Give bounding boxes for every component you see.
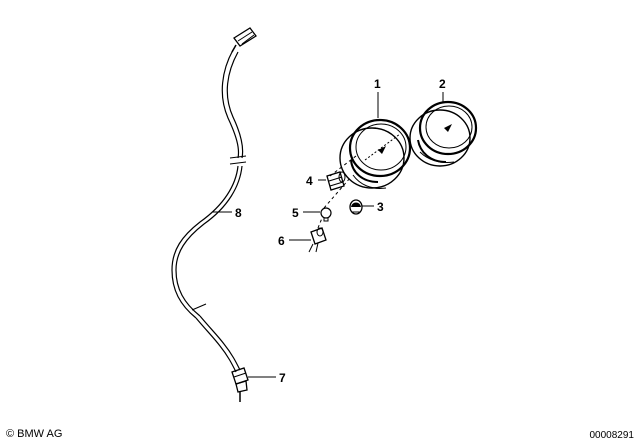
- callout-6: 6: [278, 234, 285, 248]
- image-number: 00008291: [589, 430, 635, 441]
- callout-8: 8: [235, 206, 242, 220]
- callout-1: 1: [374, 77, 381, 91]
- tachometer-instrument: [409, 100, 478, 167]
- bulb-socket: [326, 171, 346, 191]
- small-bulb: [320, 207, 332, 222]
- cable-bottom-fitting: [231, 367, 249, 402]
- indicator-lamp: [349, 199, 363, 215]
- speedometer-instrument: [339, 118, 412, 189]
- callout-4: 4: [306, 174, 313, 188]
- copyright-label: © BMW AG: [6, 428, 63, 440]
- callout-5: 5: [292, 206, 299, 220]
- cable-top-connector: [231, 27, 257, 53]
- callout-3: 3: [377, 200, 384, 214]
- callout-7: 7: [279, 371, 286, 385]
- bulb-holder: [308, 227, 327, 253]
- callout-leaders: [213, 92, 444, 378]
- callout-2: 2: [439, 77, 446, 91]
- speedometer-cable: [171, 27, 257, 402]
